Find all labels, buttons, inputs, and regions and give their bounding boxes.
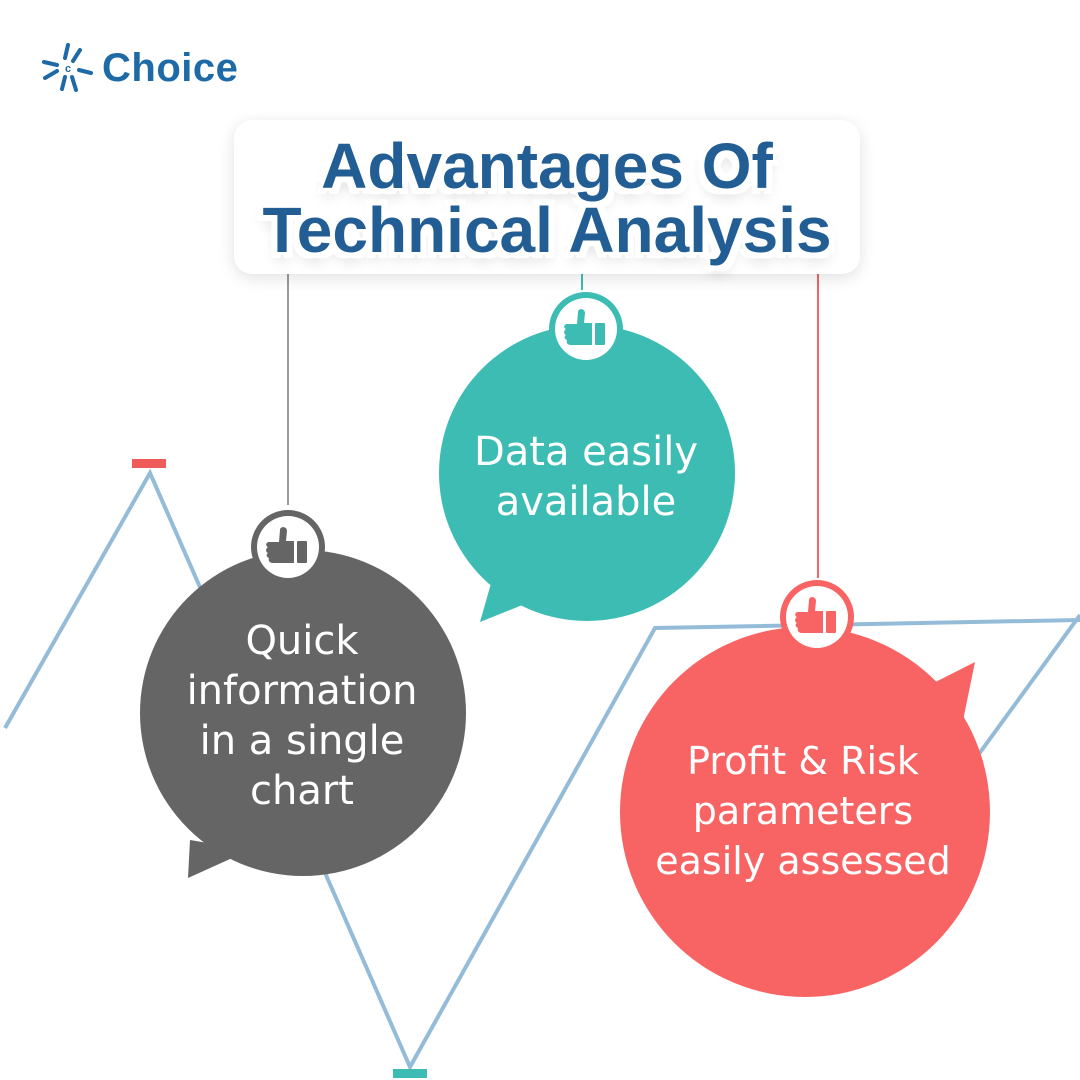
- trough-marker: [393, 1069, 427, 1078]
- choice-starburst-icon: c: [42, 43, 93, 92]
- advantage-text-data-available: Data easily available: [473, 429, 699, 525]
- thumbs-up-icon: [549, 292, 623, 366]
- advantage-text-quick-information: Quick information in a single chart: [186, 618, 418, 814]
- thumbs-up-icon: [251, 510, 325, 584]
- title-line-2: Technical Analysis: [262, 194, 832, 266]
- advantage-text-profit-risk: Profit & Risk parameters easily assessed: [655, 739, 951, 883]
- title-card: Advantages Of Technical Analysis: [234, 120, 860, 274]
- thumbs-up-icon: [780, 580, 854, 654]
- peak-marker: [132, 459, 166, 468]
- bubble-gray: [140, 550, 466, 878]
- svg-text:c: c: [65, 63, 71, 75]
- brand-name: Choice: [102, 45, 239, 90]
- brand-logo: c Choice: [40, 40, 238, 96]
- bubble-teal: [439, 325, 735, 622]
- bubble-red: [620, 627, 990, 997]
- title-line-1: Advantages Of: [321, 130, 773, 202]
- page-title: Advantages Of Technical Analysis: [234, 120, 860, 274]
